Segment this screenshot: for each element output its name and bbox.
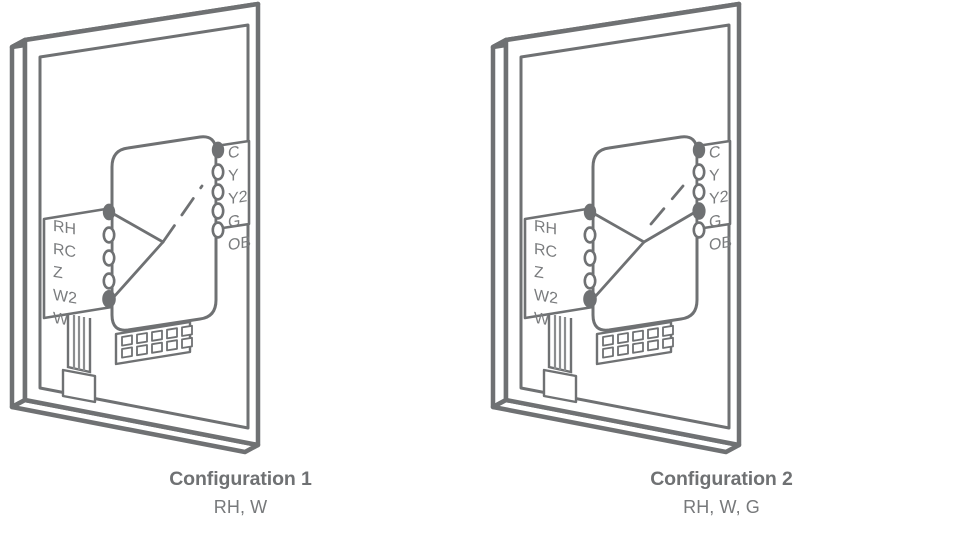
caption-title-1: Configuration 1 (169, 468, 312, 490)
right-terminal-strip-1: C Y Y2 G OB (211, 139, 251, 255)
left-terminal-labels-1: RH RC Z W2 W (53, 217, 77, 330)
caption-subtitle-1: RH, W (213, 497, 268, 517)
right-terminal-label-3: G (228, 211, 240, 231)
caption-title-2: Configuration 2 (650, 468, 793, 490)
left-terminal-dot-z[interactable] (102, 249, 116, 267)
wire-dashed-to-c (649, 184, 685, 226)
left-terminal-label-2: Z (53, 263, 63, 283)
left-terminal-label-3: W2 (53, 286, 77, 308)
left-terminal-dot-rh[interactable] (583, 203, 597, 221)
right-terminal-dot-y[interactable] (692, 163, 706, 181)
pin-r0-c1 (617, 332, 629, 345)
right-terminal-labels-2: C Y Y2 G OB (709, 143, 732, 255)
left-terminal-dot-w2[interactable] (102, 272, 116, 290)
thermostat-body-2 (591, 135, 699, 332)
caption-1: Configuration 1 RH, W (0, 466, 481, 520)
left-terminal-label-3: W2 (534, 286, 558, 308)
thermostat-diagram-2: RH RC Z W2 W C Y (481, 0, 962, 462)
right-strip-plate (214, 139, 251, 231)
thermostat-body-1 (110, 135, 218, 332)
pin-r1-c2 (632, 341, 644, 354)
wire-w2-to-vertex (591, 240, 646, 301)
ribbon-cable-2 (547, 313, 573, 374)
pin-r0-c0 (602, 334, 614, 347)
right-terminal-dot-c[interactable] (211, 141, 225, 159)
thermostat-illustration-2: RH RC Z W2 W C Y (490, 1, 742, 455)
left-terminal-label-1: RC (53, 240, 76, 262)
right-terminal-labels-1: C Y Y2 G OB (228, 143, 251, 255)
right-terminal-dot-y2[interactable] (211, 183, 225, 201)
left-terminal-dot-rh[interactable] (102, 203, 116, 221)
pin-r1-c3 (166, 339, 178, 352)
thermostat-diagram-1: RH RC Z W2 W C (0, 0, 481, 462)
right-terminal-dot-y[interactable] (211, 163, 225, 181)
left-terminal-strip-1: RH RC Z W2 W (42, 203, 116, 330)
left-terminal-dot-rc[interactable] (583, 226, 597, 244)
pin-r1-c1 (617, 344, 629, 357)
left-terminal-label-0: RH (53, 217, 76, 239)
left-terminal-label-4: W (53, 309, 69, 330)
pin-r0-c1 (136, 332, 148, 345)
left-terminal-label-0: RH (534, 217, 557, 239)
right-terminal-label-3: G (709, 211, 721, 231)
right-terminal-label-4: OB (228, 233, 251, 255)
pin-r1-c0 (602, 346, 614, 359)
right-terminal-label-2: Y2 (228, 187, 248, 208)
right-terminal-label-1: Y (709, 166, 720, 186)
pin-r1-c2 (151, 341, 163, 354)
left-terminal-dot-rc[interactable] (102, 226, 116, 244)
right-terminal-label-4: OB (709, 233, 732, 255)
pin-r0-c0 (121, 334, 133, 347)
thermostat-illustration-1: RH RC Z W2 W C (9, 1, 261, 455)
left-terminal-label-1: RC (534, 240, 557, 262)
ribbon-terminal-block-1 (61, 368, 97, 404)
pin-header-connector-1[interactable] (114, 320, 193, 366)
pin-r1-c0 (121, 346, 133, 359)
wire-dashed-to-c (161, 184, 204, 244)
right-terminal-dot-ob[interactable] (211, 221, 225, 239)
wire-rh-to-vertex (591, 211, 646, 244)
pin-r0-c3 (647, 327, 659, 340)
caption-2: Configuration 2 RH, W, G (481, 466, 962, 520)
right-terminal-dot-ob[interactable] (692, 221, 706, 239)
wiring-1 (110, 184, 204, 301)
wiring-2 (591, 184, 699, 301)
pin-r0-c2 (151, 329, 163, 342)
ribbon-terminal-block-2 (542, 368, 578, 404)
left-terminal-strip-2: RH RC Z W2 W (523, 203, 597, 330)
left-terminal-label-2: Z (534, 263, 544, 283)
left-terminal-label-4: W (534, 309, 550, 330)
pin-header-connector-2[interactable] (595, 320, 674, 366)
right-terminal-strip-2: C Y Y2 G OB (692, 139, 732, 255)
caption-subtitle-2: RH, W, G (683, 497, 760, 517)
pin-r0-c4 (181, 324, 193, 337)
pin-r1-c3 (647, 339, 659, 352)
pin-r1-c4 (181, 336, 193, 349)
right-terminal-label-0: C (709, 143, 721, 163)
right-strip-plate (695, 139, 732, 231)
left-terminal-labels-2: RH RC Z W2 W (534, 217, 558, 330)
right-terminal-dot-g[interactable] (211, 202, 225, 220)
wire-rh-to-vertex (110, 211, 165, 244)
right-terminal-label-1: Y (228, 166, 239, 186)
ribbon-cable-1 (66, 313, 92, 374)
wire-w2-to-vertex (110, 240, 165, 301)
pin-r1-c4 (662, 336, 674, 349)
pin-r0-c4 (662, 324, 674, 337)
left-terminal-dot-w2[interactable] (583, 272, 597, 290)
pin-r0-c2 (632, 329, 644, 342)
pin-r0-c3 (166, 327, 178, 340)
left-terminal-dot-w[interactable] (102, 290, 116, 308)
right-terminal-dot-c[interactable] (692, 141, 706, 159)
wire-vertex-to-g (642, 209, 699, 244)
pin-r1-c1 (136, 344, 148, 357)
right-terminal-dot-y2[interactable] (692, 183, 706, 201)
right-terminal-label-0: C (228, 143, 240, 163)
right-terminal-dot-g[interactable] (692, 202, 706, 220)
configuration-panel-1: RH RC Z W2 W C (0, 0, 481, 541)
left-terminal-dot-z[interactable] (583, 249, 597, 267)
left-terminal-dot-w[interactable] (583, 290, 597, 308)
configuration-panel-2: RH RC Z W2 W C Y (481, 0, 962, 541)
right-terminal-label-2: Y2 (709, 187, 729, 208)
